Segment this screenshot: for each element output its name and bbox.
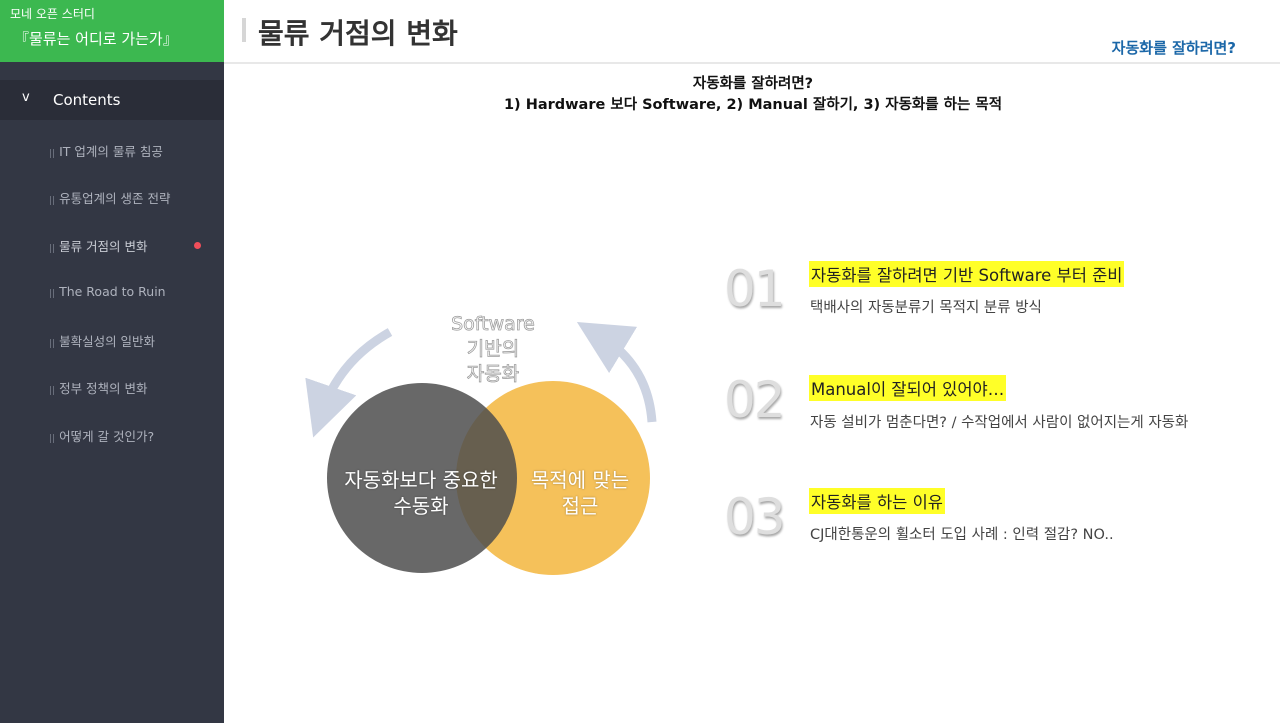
toc-item-label: 물류 거점의 변화 — [59, 239, 148, 254]
venn-right-label-line: 접근 — [561, 494, 599, 518]
toc-item-label: 어떻게 갈 것인가? — [59, 429, 155, 444]
brand-header[interactable]: 모네 오픈 스터디 『물류는 어디로 가는가』 — [0, 0, 224, 62]
chevron-down-icon: v — [22, 90, 30, 105]
bullet-icon: || — [49, 386, 56, 396]
bullet-icon: || — [49, 289, 56, 299]
point-description: CJ대한통운의 휠소터 도입 사례 : 인력 절감? NO.. — [810, 527, 1114, 543]
point-headline: 자동화를 하는 이유 — [809, 488, 945, 514]
sidebar: 모네 오픈 스터디 『물류는 어디로 가는가』 v Contents ||IT … — [0, 0, 224, 723]
active-item-indicator — [194, 242, 201, 249]
left-curved-arrow-icon — [305, 328, 393, 438]
intro-summary: 1) Hardware 보다 Software, 2) Manual 잘하기, … — [503, 97, 1003, 113]
point-description: 자동 설비가 멈춘다면? / 수작업에서 사람이 없어지는게 자동화 — [810, 415, 1189, 431]
bullet-icon: || — [49, 196, 56, 206]
venn-top-label-line: 기반의 — [466, 338, 520, 361]
venn-left-label: 자동화보다 중요한 수동화 — [328, 467, 514, 519]
bullet-icon: || — [49, 434, 56, 444]
venn-top-label: Software 기반의 자동화 — [420, 312, 566, 387]
venn-top-label-line: Software — [451, 313, 536, 336]
right-curved-arrow-icon — [576, 322, 657, 423]
intro-heading: 자동화를 잘하려면? — [692, 76, 814, 92]
point-description: 택배사의 자동분류기 목적지 분류 방식 — [810, 300, 1042, 316]
toc-item-logistics-hub[interactable]: ||물류 거점의 변화 — [49, 236, 219, 255]
venn-right-circle — [456, 381, 650, 575]
point-number: 02 — [724, 371, 786, 429]
toc-item-policy[interactable]: ||정부 정책의 변화 — [49, 378, 219, 397]
point-number: 01 — [724, 260, 786, 318]
toc-item-uncertainty[interactable]: ||불확실성의 일반화 — [49, 331, 219, 350]
toc-item-how-to-go[interactable]: ||어떻게 갈 것인가? — [49, 426, 219, 445]
contents-toggle[interactable]: v Contents — [0, 80, 224, 120]
venn-left-circle — [327, 383, 517, 573]
header-divider — [224, 62, 1280, 64]
venn-top-label-line: 자동화 — [466, 363, 520, 386]
study-series-label: 모네 오픈 스터디 — [10, 7, 95, 21]
point-headline: Manual이 잘되어 있어야… — [809, 375, 1007, 401]
toc-item-label: IT 업계의 물류 침공 — [59, 144, 163, 159]
contents-label: Contents — [53, 91, 121, 109]
bullet-icon: || — [49, 339, 56, 349]
title-accent-bar — [242, 18, 246, 42]
venn-right-label: 목적에 맞는 접근 — [510, 467, 650, 519]
toc-item-label: 정부 정책의 변화 — [59, 381, 148, 396]
venn-left-label-line: 수동화 — [393, 494, 449, 518]
toc-item-label: 유통업계의 생존 전략 — [59, 191, 171, 206]
venn-diagram — [305, 322, 657, 575]
book-title: 『물류는 어디로 가는가』 — [14, 30, 178, 48]
venn-right-label-line: 목적에 맞는 — [530, 468, 630, 492]
toc-item-label: 불확실성의 일반화 — [59, 334, 156, 349]
toc-item-label: The Road to Ruin — [59, 284, 166, 299]
venn-left-label-line: 자동화보다 중요한 — [344, 468, 498, 492]
toc-item-road-to-ruin[interactable]: ||The Road to Ruin — [49, 284, 219, 299]
point-headline: 자동화를 잘하려면 기반 Software 부터 준비 — [809, 261, 1125, 287]
page-title: 물류 거점의 변화 — [258, 17, 458, 50]
section-link[interactable]: 자동화를 잘하려면? — [1111, 39, 1236, 57]
point-number: 03 — [724, 488, 786, 546]
bullet-icon: || — [49, 244, 56, 254]
toc-item-it-invasion[interactable]: ||IT 업계의 물류 침공 — [49, 141, 219, 160]
bullet-icon: || — [49, 149, 56, 159]
toc-item-retail-strategy[interactable]: ||유통업계의 생존 전략 — [49, 188, 219, 207]
